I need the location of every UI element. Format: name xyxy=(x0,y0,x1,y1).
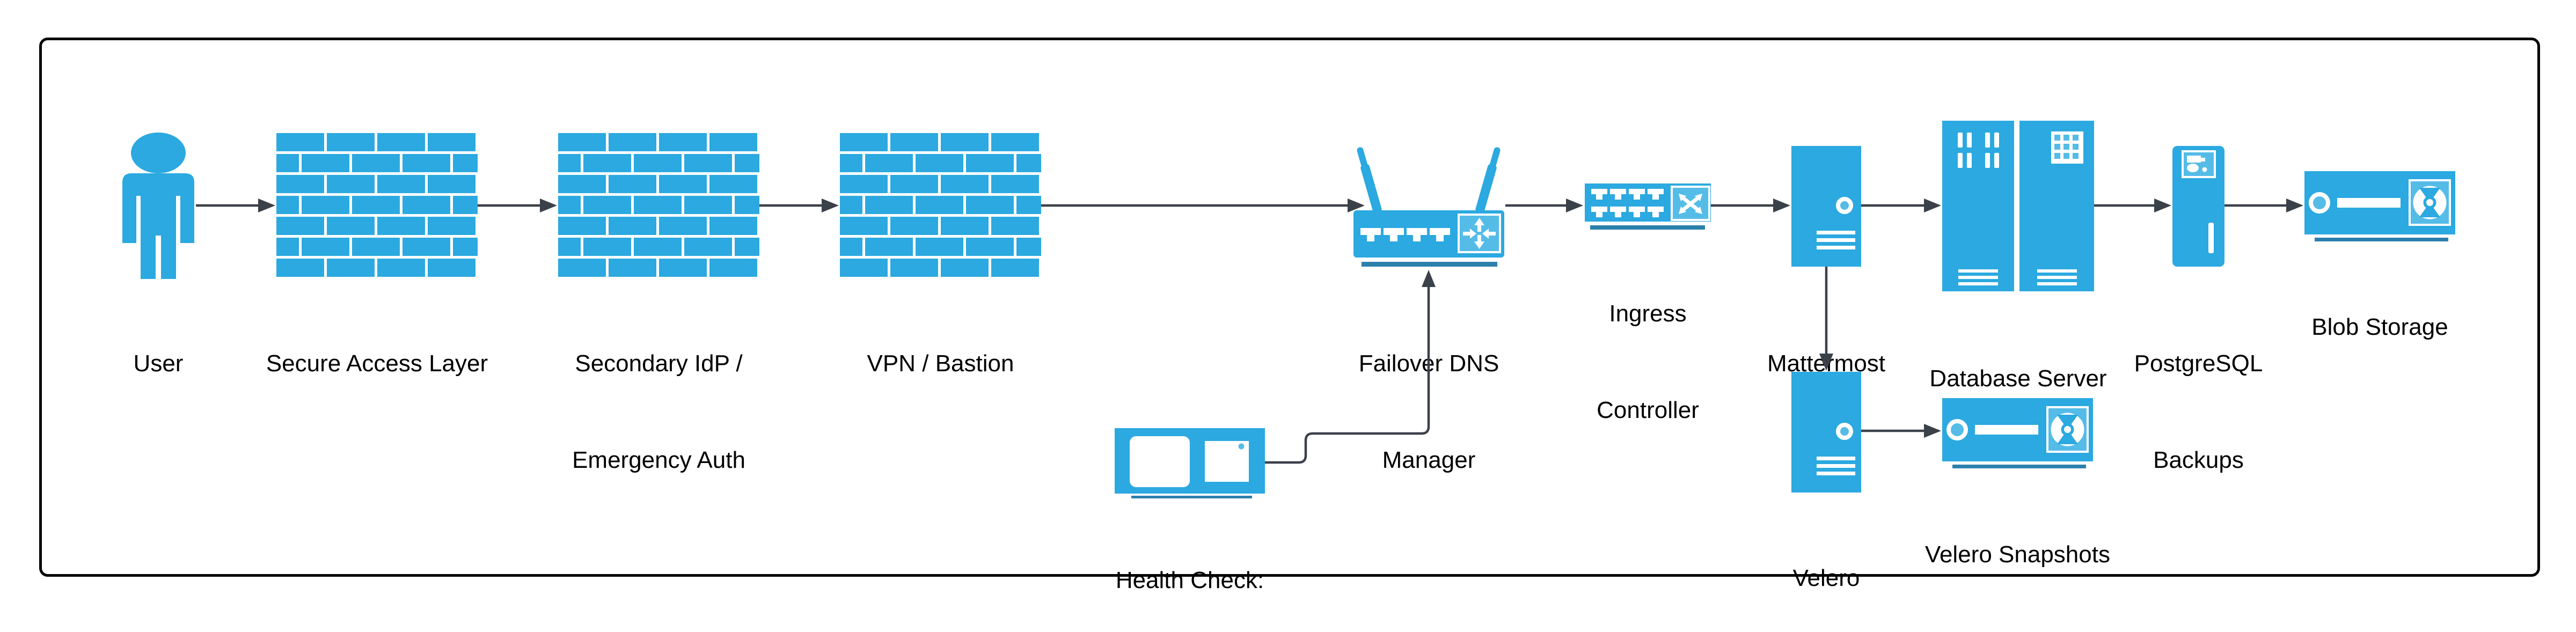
node-label: User xyxy=(133,350,184,377)
node-label: Database Server xyxy=(1929,365,2107,392)
node-label: Velero (Cluster Backups) xyxy=(1792,565,1860,591)
node-postgresql-backups[interactable]: PostgreSQL Backups xyxy=(2134,146,2263,473)
node-label: Secondary IdP / Emergency Auth xyxy=(572,350,745,473)
node-label: PostgreSQL Backups xyxy=(2134,350,2263,473)
node-secondary-idp[interactable]: Secondary IdP / Emergency Auth xyxy=(558,133,759,473)
monitor-icon xyxy=(1115,428,1265,498)
node-mattermost-app[interactable]: Mattermost App xyxy=(1767,146,1885,473)
wireless-router-icon xyxy=(1353,147,1504,267)
node-blob-storage[interactable]: Blob Storage xyxy=(2304,171,2455,340)
node-velero[interactable]: Velero (Cluster Backups) xyxy=(1791,372,1861,591)
tower-server-icon xyxy=(1791,372,1861,493)
firewall-icon xyxy=(276,133,478,279)
node-secure-access-layer[interactable]: Secure Access Layer xyxy=(266,133,488,377)
node-label: Blob Storage xyxy=(2311,314,2448,340)
user-icon xyxy=(122,133,194,279)
node-ingress-controller[interactable]: Ingress Controller xyxy=(1585,183,1711,423)
node-database-server[interactable]: Database Server xyxy=(1929,121,2107,392)
node-label: Ingress Controller xyxy=(1597,300,1699,423)
rack-server-icon xyxy=(1942,121,2094,291)
node-label: Health Check: Monitor Primary Infra xyxy=(1115,567,1264,593)
node-label: Secure Access Layer xyxy=(266,350,488,377)
diagram-frame xyxy=(39,38,2540,577)
firewall-icon xyxy=(558,133,759,279)
node-label: VPN / Bastion xyxy=(867,350,1014,377)
node-velero-snapshots[interactable]: Velero Snapshots xyxy=(1925,398,2110,568)
switch-icon xyxy=(1585,183,1711,230)
tower-pc-icon xyxy=(2172,146,2224,267)
node-failover-dns-manager[interactable]: Failover DNS Manager xyxy=(1352,144,1505,473)
node-vpn-bastion[interactable]: VPN / Bastion xyxy=(840,133,1041,377)
node-label: Failover DNS Manager xyxy=(1358,350,1499,473)
node-label: Velero Snapshots xyxy=(1925,541,2110,568)
node-user[interactable]: User xyxy=(121,133,196,377)
firewall-icon xyxy=(840,133,1041,279)
node-health-check[interactable]: Health Check: Monitor Primary Infra xyxy=(1115,428,1265,593)
tower-server-icon xyxy=(1791,146,1861,267)
storage-unit-icon xyxy=(1942,398,2093,468)
storage-unit-icon xyxy=(2304,171,2455,241)
